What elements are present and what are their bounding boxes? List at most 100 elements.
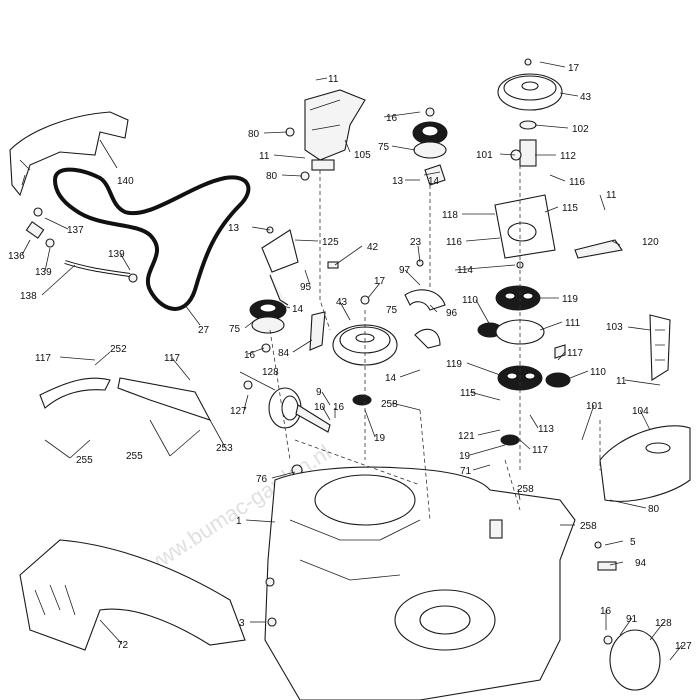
callout-84: 84 xyxy=(278,348,290,359)
callout-111: 111 xyxy=(565,318,581,329)
callout-72: 72 xyxy=(117,640,129,651)
callout-19: 19 xyxy=(374,433,386,444)
callout-128: 128 xyxy=(655,618,672,629)
callout-11: 11 xyxy=(328,74,339,85)
mower-deck-1 xyxy=(264,466,576,700)
callout-104: 104 xyxy=(632,406,649,417)
callout-110: 110 xyxy=(462,295,478,306)
callout-16: 16 xyxy=(333,402,345,413)
callout-118: 118 xyxy=(442,210,458,221)
callout-11: 11 xyxy=(259,151,270,162)
idler-arm-105 xyxy=(285,89,366,181)
deflector-140 xyxy=(9,111,129,197)
callout-11: 11 xyxy=(606,190,617,201)
callout-75: 75 xyxy=(386,305,398,316)
plate-118 xyxy=(494,194,623,259)
callout-16: 16 xyxy=(244,350,256,361)
callout-1: 1 xyxy=(236,516,242,527)
callout-11: 11 xyxy=(616,376,627,387)
callout-128: 128 xyxy=(262,367,279,378)
chute-72 xyxy=(19,539,246,651)
callout-125: 125 xyxy=(322,237,339,248)
callout-115: 115 xyxy=(562,203,578,214)
callout-258: 258 xyxy=(580,521,597,532)
callout-138: 138 xyxy=(20,291,37,302)
callout-115: 115 xyxy=(460,388,476,399)
callout-96: 96 xyxy=(446,308,458,319)
callout-17: 17 xyxy=(374,276,386,287)
callout-13: 13 xyxy=(228,223,240,234)
callout-119: 119 xyxy=(446,359,462,370)
callout-23: 23 xyxy=(410,237,422,248)
callout-140: 140 xyxy=(117,176,134,187)
guard-96 xyxy=(404,259,446,349)
callout-255: 255 xyxy=(76,455,93,466)
pulley-43-top xyxy=(497,58,563,167)
callout-139: 139 xyxy=(108,249,125,260)
pulley-75-top xyxy=(412,107,448,186)
callout-14: 14 xyxy=(292,304,304,315)
callout-101: 101 xyxy=(476,150,493,161)
shield-252 xyxy=(39,377,212,421)
cover-104 xyxy=(599,425,691,502)
callout-16: 16 xyxy=(386,113,398,124)
callout-253: 253 xyxy=(216,443,233,454)
callout-252: 252 xyxy=(110,344,127,355)
callout-127: 127 xyxy=(675,641,692,652)
callout-255: 255 xyxy=(126,451,143,462)
pulley-128 xyxy=(243,380,331,433)
pulley-43-middle xyxy=(309,295,398,366)
callout-136: 136 xyxy=(8,251,25,262)
pulley-128-bottom xyxy=(594,541,661,691)
callout-117: 117 xyxy=(35,353,51,364)
callout-9: 9 xyxy=(316,387,322,398)
callout-113: 113 xyxy=(538,424,554,435)
bracket-125 xyxy=(261,226,339,306)
callout-137: 137 xyxy=(67,225,84,236)
callout-43: 43 xyxy=(580,92,592,103)
callout-258: 258 xyxy=(381,399,398,410)
gearbox-119 xyxy=(477,261,571,391)
callout-27: 27 xyxy=(198,325,210,336)
callout-14: 14 xyxy=(385,373,397,384)
callout-16: 16 xyxy=(600,606,612,617)
callout-80: 80 xyxy=(266,171,278,182)
drive-belt xyxy=(52,167,251,311)
callout-110: 110 xyxy=(590,367,606,378)
callout-94: 94 xyxy=(635,558,647,569)
callout-101: 101 xyxy=(586,401,603,412)
callout-103: 103 xyxy=(606,322,623,333)
callout-43: 43 xyxy=(336,297,348,308)
callout-105: 105 xyxy=(354,150,371,161)
callout-120: 120 xyxy=(642,237,659,248)
bracket-103 xyxy=(649,314,671,381)
cable-138 xyxy=(25,207,138,283)
callout-117: 117 xyxy=(532,445,548,456)
callout-42: 42 xyxy=(367,242,379,253)
callout-75: 75 xyxy=(229,324,241,335)
callout-71: 71 xyxy=(460,466,472,477)
callout-labels: 11 105 80 11 80 16 75 13 14 17 43 102 10… xyxy=(8,63,692,652)
callout-258: 258 xyxy=(517,484,534,495)
leader-lines xyxy=(21,61,683,661)
callout-13: 13 xyxy=(392,176,404,187)
callout-114: 114 xyxy=(457,265,473,276)
assembly-lines xyxy=(269,165,601,521)
callout-117: 117 xyxy=(567,348,583,359)
callout-76: 76 xyxy=(256,474,268,485)
callout-10: 10 xyxy=(314,402,326,413)
callout-102: 102 xyxy=(572,124,589,135)
callout-112: 112 xyxy=(560,151,576,162)
callout-116: 116 xyxy=(569,177,585,188)
callout-127: 127 xyxy=(230,406,247,417)
callout-116: 116 xyxy=(446,237,462,248)
callout-14: 14 xyxy=(428,176,440,187)
callout-5: 5 xyxy=(630,537,636,548)
callout-17: 17 xyxy=(568,63,580,74)
callout-95: 95 xyxy=(300,282,312,293)
callout-121: 121 xyxy=(458,431,475,442)
pulley-75-left xyxy=(249,299,287,353)
callout-91: 91 xyxy=(626,614,638,625)
callout-3: 3 xyxy=(239,618,245,629)
